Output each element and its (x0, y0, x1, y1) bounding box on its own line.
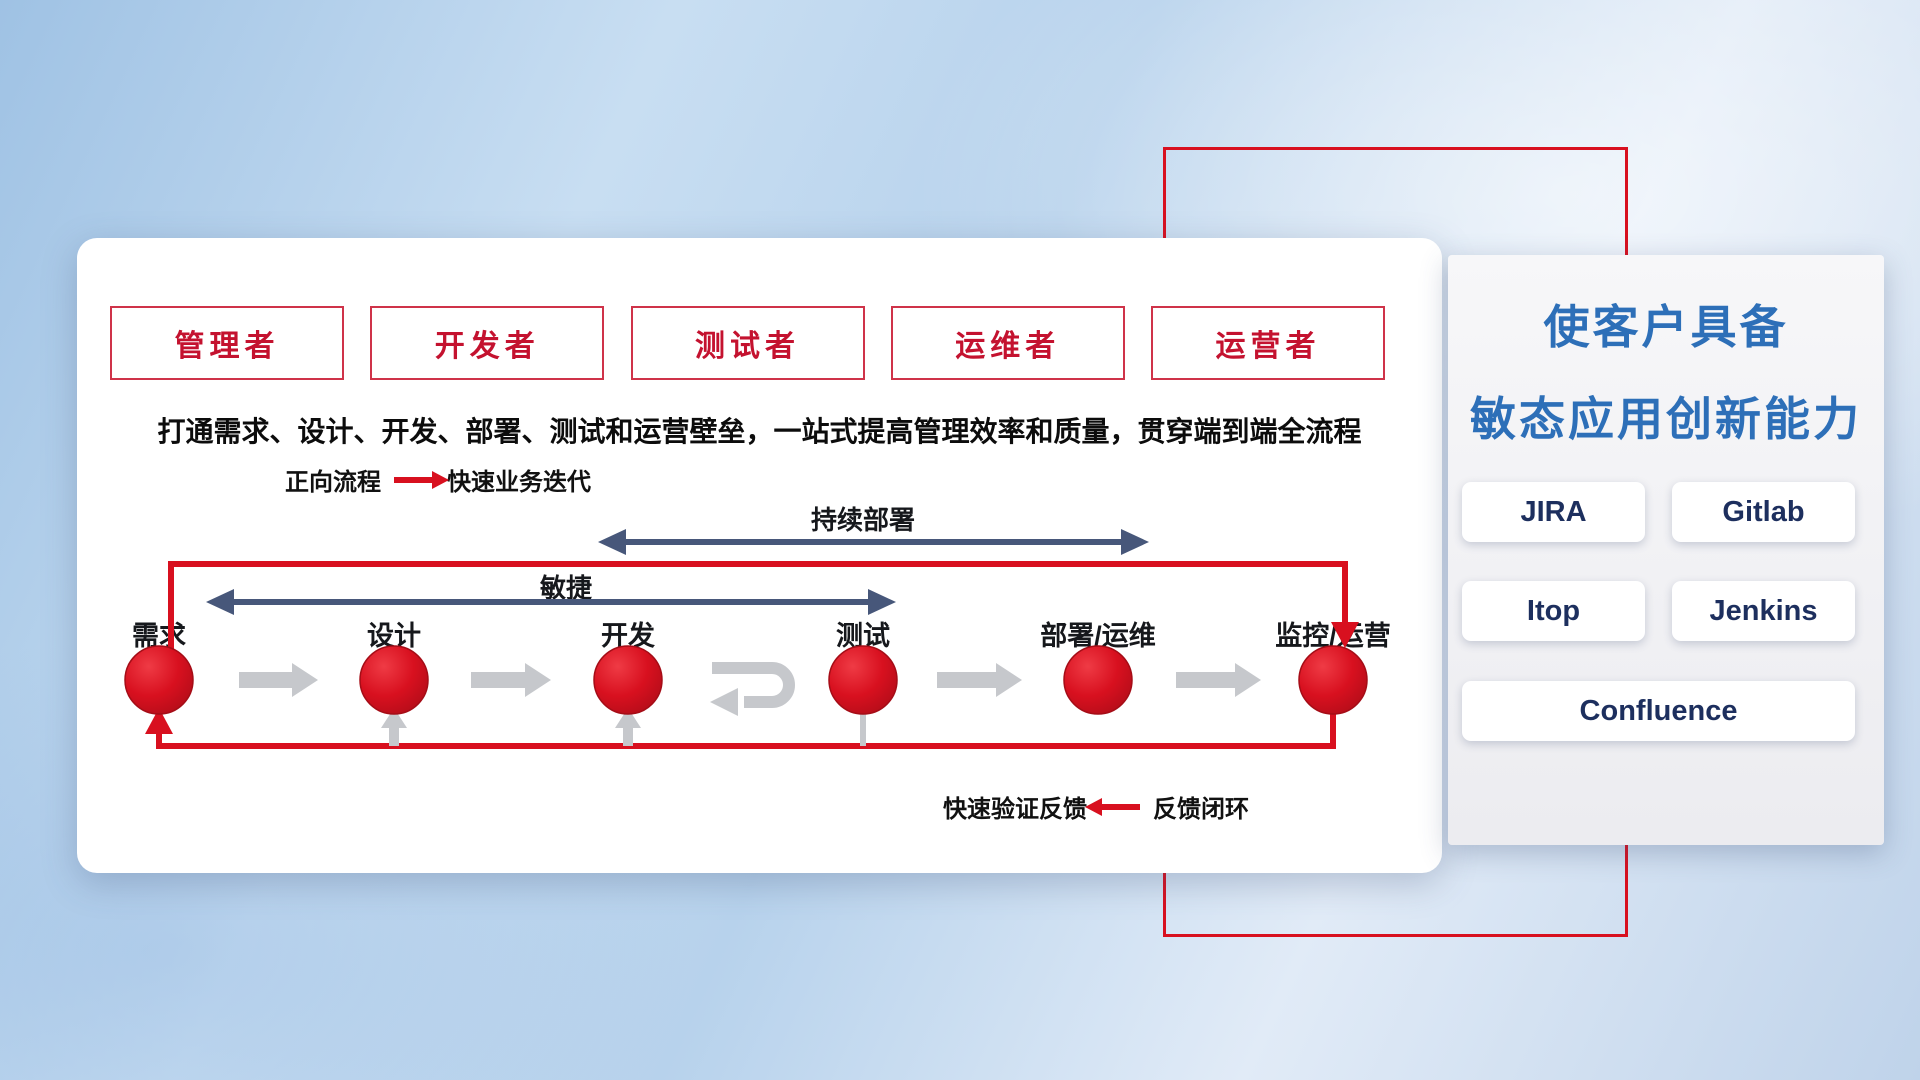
role-box-manager: 管理者 (110, 306, 344, 380)
roles-row: 管理者 开发者 测试者 运维者 运营者 (110, 306, 1385, 380)
role-box-operator: 运营者 (1151, 306, 1385, 380)
role-box-developer: 开发者 (370, 306, 605, 380)
feedback-arrow-icon (1085, 797, 1140, 816)
stage-label-monitor-operate: 监控/运营 (1275, 621, 1391, 651)
forward-arrow-icon (394, 470, 449, 489)
tool-chip-confluence: Confluence (1462, 681, 1855, 741)
agile-range-label: 敏捷 (539, 573, 592, 603)
capability-panel: 使客户具备 敏态应用创新能力 JIRA Gitlab Itop Jenkins … (1448, 255, 1884, 845)
tool-chip-jira: JIRA (1462, 482, 1645, 542)
forward-flow-legend: 正向流程 快速业务迭代 (285, 462, 591, 497)
forward-flow-label: 正向流程 (285, 469, 381, 496)
role-box-ops: 运维者 (890, 306, 1125, 380)
capability-title-line2: 敏态应用创新能力 (1470, 393, 1862, 445)
feedback-loop-label: 反馈闭环 (1153, 796, 1249, 823)
workflow-panel: 管理者 开发者 测试者 运维者 运营者 打通需求、设计、开发、部署、测试和运营壁… (77, 238, 1442, 873)
forward-flow-value: 快速业务迭代 (447, 469, 591, 496)
tool-chip-gitlab: Gitlab (1672, 482, 1855, 542)
continuous-deploy-label: 持续部署 (810, 505, 915, 535)
role-label: 运维者 (955, 330, 1061, 363)
role-label: 开发者 (434, 330, 540, 363)
stage-label-deploy-ops: 部署/运维 (1040, 621, 1156, 651)
panel-subtitle: 打通需求、设计、开发、部署、测试和运营壁垒，一站式提高管理效率和质量，贯穿端到端… (157, 416, 1362, 447)
role-box-tester: 测试者 (630, 306, 865, 380)
role-label: 测试者 (695, 330, 800, 363)
feedback-desc-label: 快速验证反馈 (943, 796, 1087, 823)
role-label: 运营者 (1215, 330, 1321, 363)
role-label: 管理者 (174, 330, 280, 363)
feedback-legend: 快速验证反馈 反馈闭环 (943, 789, 1249, 824)
tool-chip-jenkins: Jenkins (1672, 581, 1855, 641)
stage-label-test: 测试 (836, 621, 890, 651)
stage-label-develop: 开发 (601, 621, 655, 651)
capability-title-line1: 使客户具备 (1543, 301, 1789, 353)
stage-label-design: 设计 (367, 621, 421, 651)
tool-chip-itop: Itop (1462, 581, 1645, 641)
stage-label-requirement: 需求 (132, 621, 186, 651)
